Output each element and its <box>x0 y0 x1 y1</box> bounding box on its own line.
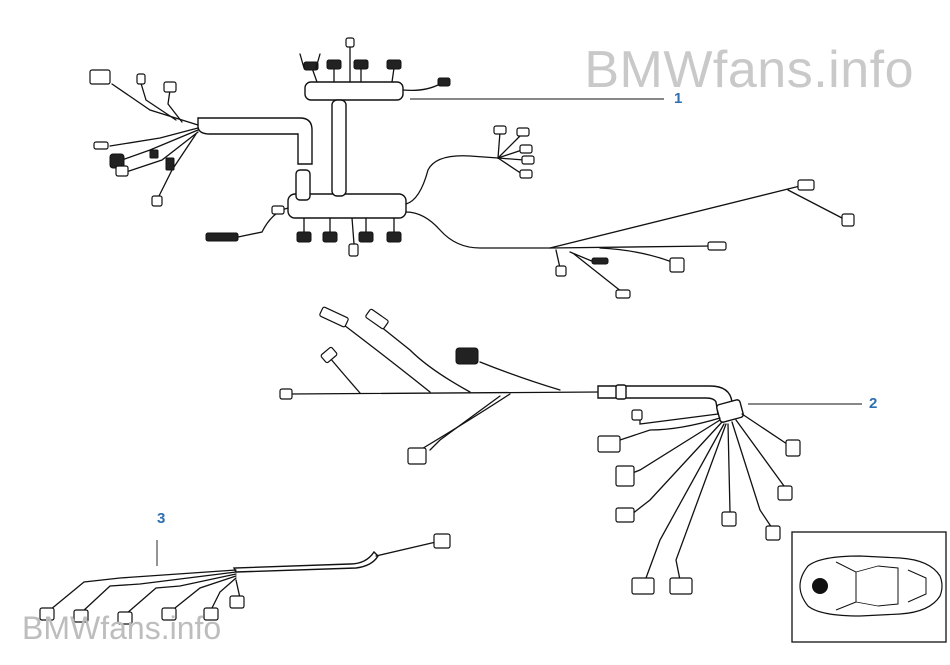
harness-2 <box>279 306 862 595</box>
car-locator-inset <box>791 531 947 643</box>
watermark-bottom: BMWfans.info <box>22 610 222 646</box>
callout-2: 2 <box>869 395 878 412</box>
harness-3 <box>39 533 451 625</box>
callout-3: 3 <box>157 510 166 527</box>
harness-1 <box>89 37 855 299</box>
callout-1: 1 <box>674 90 683 107</box>
watermark-top: BMWfans.info <box>584 41 914 99</box>
